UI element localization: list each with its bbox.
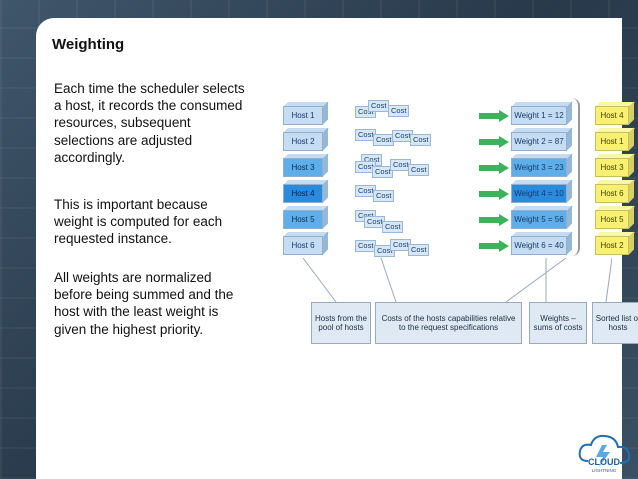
weight-box-3: Weight 3 = 23 bbox=[511, 158, 567, 177]
weight-box-4: Weight 4 = 10 bbox=[511, 184, 567, 203]
cost-tag: Cost bbox=[373, 190, 395, 202]
pointer-lines bbox=[302, 257, 612, 303]
cost-tag: Cost bbox=[390, 159, 412, 171]
cost-tag: Cost bbox=[355, 129, 377, 141]
caption-costs: Costs of the hosts capabilities relative… bbox=[375, 302, 522, 344]
cloud-logo-icon: CLOUD LIGHTNING bbox=[578, 434, 631, 473]
sorted-host-5: Host 5 bbox=[595, 210, 629, 229]
right-arrow-icon bbox=[479, 110, 509, 122]
cost-tag: Cost bbox=[372, 166, 394, 178]
cost-tag: Cost bbox=[410, 134, 432, 146]
sorted-host-1: Host 4 bbox=[595, 106, 629, 125]
right-arrow-icon bbox=[479, 188, 509, 200]
caption-hosts: Hosts from the pool of hosts bbox=[311, 302, 371, 344]
right-arrow-icon bbox=[479, 214, 509, 226]
cost-tag: Cost bbox=[373, 134, 395, 146]
right-arrow-icon bbox=[479, 136, 509, 148]
weight-box-2: Weight 2 = 87 bbox=[511, 132, 567, 151]
weighting-diagram: Host 1 Host 2 Host 3 Host 4 Host 5 Host … bbox=[276, 96, 638, 346]
paragraph-3: All weights are normalized before being … bbox=[54, 270, 234, 337]
host-box-3: Host 3 bbox=[283, 158, 323, 177]
sorted-host-2: Host 1 bbox=[595, 132, 629, 151]
caption-sorted: Sorted list of hosts bbox=[592, 302, 638, 344]
host-box-2: Host 2 bbox=[283, 132, 323, 151]
cost-tag: Cost bbox=[390, 239, 412, 251]
right-arrow-icon bbox=[479, 240, 509, 252]
logo-text-top: CLOUD bbox=[588, 457, 620, 467]
host-box-1: Host 1 bbox=[283, 106, 323, 125]
cost-tag: Cost bbox=[408, 244, 430, 256]
slide-title: Weighting bbox=[52, 36, 125, 53]
host-box-4: Host 4 bbox=[283, 184, 323, 203]
slide: Weighting Each time the scheduler select… bbox=[36, 18, 638, 479]
host-box-6: Host 6 bbox=[283, 236, 323, 255]
cost-tag: Cost bbox=[388, 105, 410, 117]
paragraph-2: This is important because weight is comp… bbox=[54, 197, 223, 247]
sorted-host-3: Host 3 bbox=[595, 158, 629, 177]
cost-tag: Cost bbox=[408, 164, 430, 176]
cost-tag: Cost bbox=[382, 221, 404, 233]
host-box-5: Host 5 bbox=[283, 210, 323, 229]
caption-weights: Weights – sums of costs bbox=[529, 302, 587, 344]
logo-text-bottom: LIGHTNING bbox=[592, 468, 617, 473]
weight-box-5: Weight 5 = 56 bbox=[511, 210, 567, 229]
weight-box-6: Weight 6 = 40 bbox=[511, 236, 567, 255]
sorted-host-6: Host 2 bbox=[595, 236, 629, 255]
right-arrow-icon bbox=[479, 162, 509, 174]
paragraph-1: Each time the scheduler selects a host, … bbox=[54, 81, 245, 165]
bracket bbox=[572, 98, 580, 256]
weight-box-1: Weight 1 = 12 bbox=[511, 106, 567, 125]
sorted-host-4: Host 6 bbox=[595, 184, 629, 203]
